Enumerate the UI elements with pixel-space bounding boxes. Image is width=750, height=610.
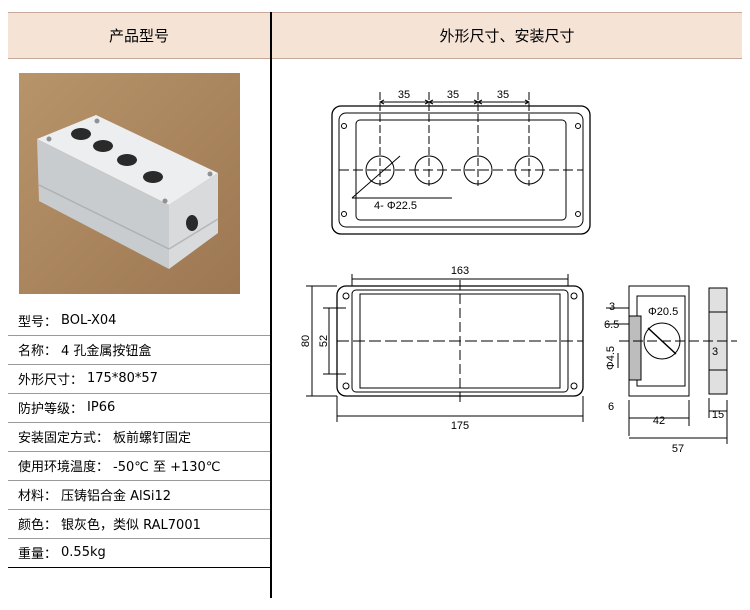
dim-side-3-top: 3 [609, 301, 615, 313]
side-view [606, 285, 737, 444]
top-view [331, 92, 591, 235]
spec-row-material: 材料：压铸铝合金 AlSi12 [8, 480, 270, 510]
spec-value: -50℃ 至 +130℃ [113, 460, 221, 475]
dim-width-163: 163 [451, 265, 469, 277]
dim-side-6: 6 [608, 401, 614, 413]
spec-value: 0.55kg [61, 545, 106, 560]
spec-value: BOL-X04 [61, 313, 117, 328]
spec-label: 材料： [18, 489, 58, 504]
dimension-drawings: 35 35 35 4- Φ22.5 163 175 80 52 Φ20.5 3 … [300, 89, 737, 455]
dim-side-42: 42 [653, 415, 665, 427]
spec-value: 银灰色，类似 RAL7001 [61, 518, 201, 533]
spec-row-weight: 重量：0.55kg [8, 538, 270, 568]
dim-pitch-2: 35 [447, 89, 459, 101]
spec-value: IP66 [87, 400, 116, 415]
header-product-model: 产品型号 [8, 12, 270, 59]
dim-side-15: 15 [712, 409, 724, 421]
spec-row-mounting: 安装固定方式：板前螺钉固定 [8, 422, 270, 452]
spec-label: 颜色： [18, 518, 58, 533]
product-photo [19, 73, 240, 294]
dim-side-3-right: 3 [712, 346, 718, 358]
spec-label: 型号： [18, 315, 58, 330]
dim-hole-note: 4- Φ22.5 [374, 200, 417, 212]
spec-label: 防护等级： [18, 402, 84, 417]
spec-label: 使用环境温度： [18, 460, 110, 475]
dim-side-6-5: 6.5 [604, 319, 619, 331]
spec-label: 名称： [18, 344, 58, 359]
header-dimensions: 外形尺寸、安装尺寸 [272, 12, 742, 59]
spec-row-model: 型号：BOL-X04 [8, 306, 270, 336]
product-sheet: 产品型号 外形尺寸、安装尺寸 [8, 12, 742, 598]
spec-label: 外形尺寸： [18, 373, 84, 388]
dim-side-phi4-5: Φ4.5 [605, 346, 617, 370]
column-divider [270, 12, 272, 598]
spec-row-protection: 防护等级：IP66 [8, 393, 270, 423]
spec-row-temperature: 使用环境温度：-50℃ 至 +130℃ [8, 451, 270, 481]
front-view [306, 274, 584, 422]
spec-row-color: 颜色：银灰色，类似 RAL7001 [8, 509, 270, 539]
spec-value: 压铸铝合金 AlSi12 [61, 489, 172, 504]
spec-value: 175*80*57 [87, 371, 158, 386]
dim-pitch-3: 35 [497, 89, 509, 101]
dim-width-175: 175 [451, 420, 469, 432]
dim-side-hole: Φ20.5 [648, 306, 678, 318]
spec-row-name: 名称：4 孔金属按钮盒 [8, 335, 270, 365]
spec-row-size: 外形尺寸：175*80*57 [8, 364, 270, 394]
dim-height-80: 80 [300, 335, 312, 347]
spec-value: 4 孔金属按钮盒 [61, 344, 152, 359]
dim-height-52: 52 [318, 335, 330, 347]
dim-side-57: 57 [672, 443, 684, 455]
dim-pitch-1: 35 [398, 89, 410, 101]
spec-value: 板前螺钉固定 [113, 431, 192, 446]
spec-label: 安装固定方式： [18, 431, 110, 446]
spec-label: 重量： [18, 547, 58, 562]
